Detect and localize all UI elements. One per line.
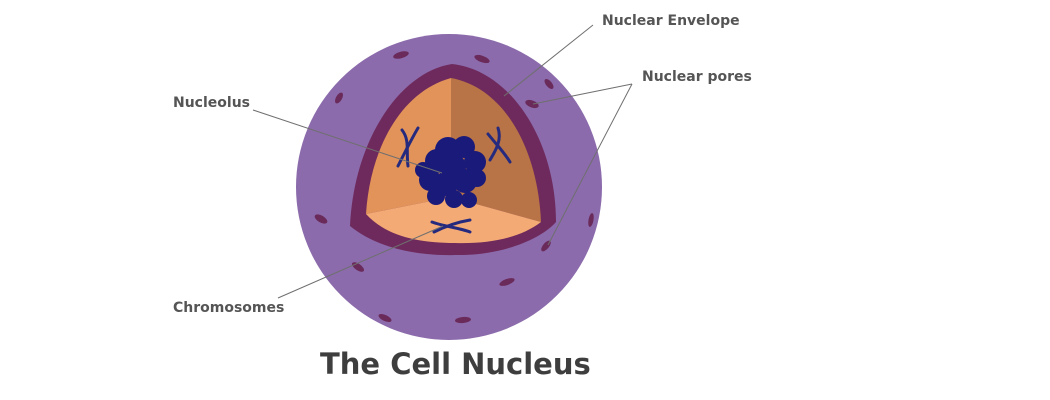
nucleolus-icon bbox=[415, 136, 486, 208]
nuclear-pore-icon bbox=[588, 213, 594, 227]
interior-floor bbox=[366, 197, 541, 244]
chromosome-icon bbox=[486, 126, 512, 164]
nuclear-pore-icon bbox=[474, 54, 490, 64]
leader-chromosomes bbox=[277, 225, 444, 299]
diagram-title: The Cell Nucleus bbox=[320, 347, 591, 381]
label-nuclear-envelope: Nuclear Envelope bbox=[602, 13, 740, 29]
nuclear-pore-icon bbox=[314, 214, 328, 224]
leader-nuclear-envelope bbox=[503, 24, 594, 97]
nuclear-pore-icon bbox=[499, 278, 515, 286]
label-chromosomes: Chromosomes bbox=[173, 300, 285, 316]
chromosome-icon bbox=[430, 218, 472, 234]
nuclear-pore-icon bbox=[455, 316, 471, 324]
leader-nucleolus bbox=[252, 109, 443, 174]
label-nuclear-pores: Nuclear pores bbox=[642, 69, 752, 85]
leader-nuclear-pores-lower bbox=[547, 83, 633, 246]
leader-nuclear-pores-upper bbox=[532, 83, 633, 105]
label-nucleolus: Nucleolus bbox=[173, 95, 250, 111]
nuclear-pore-icon bbox=[335, 92, 343, 104]
leader-lines bbox=[252, 24, 633, 299]
nuclear-pore-icon bbox=[544, 79, 554, 89]
chromosome-icon bbox=[396, 126, 420, 168]
nuclear-pore-icon bbox=[525, 99, 539, 109]
nuclear-pore-icon bbox=[393, 51, 409, 59]
nuclear-pore-icon bbox=[378, 313, 392, 323]
